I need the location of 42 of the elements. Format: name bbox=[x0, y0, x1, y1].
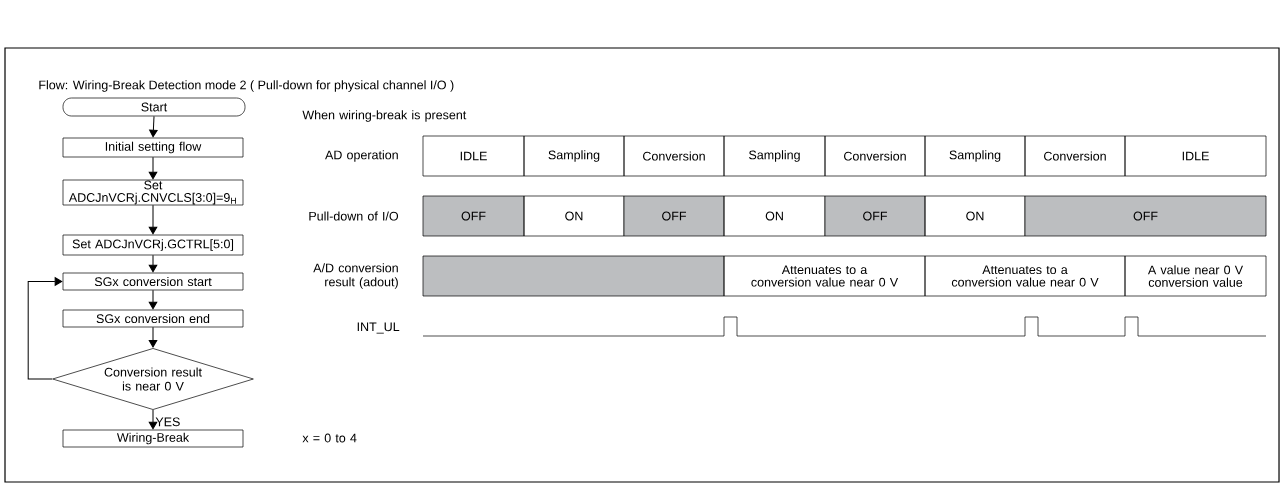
process-box: Set ADCJnVCRj.GCTRL[5:0] bbox=[62, 234, 244, 256]
start-terminal: Start bbox=[62, 97, 246, 117]
row-label: A/D conversion result (adout) bbox=[313, 263, 398, 289]
timing-cell: ON bbox=[523, 195, 625, 237]
timing-cell: Conversion bbox=[623, 135, 725, 177]
timing-cell: Sampling bbox=[924, 135, 1026, 177]
arrow bbox=[148, 409, 158, 430]
diagram-title: Flow: Wiring-Break Detection mode 2 ( Pull-down for physical channel I/O ) bbox=[39, 80, 454, 92]
timing-cell: Conversion bbox=[824, 135, 926, 177]
timing-cell: Attenuates to a conversion value near 0 V bbox=[723, 255, 926, 297]
process-box: SGx conversion end bbox=[62, 309, 244, 328]
edge-label: YES bbox=[155, 417, 180, 427]
timing-cell: OFF bbox=[422, 195, 525, 237]
timing-cell: ON bbox=[924, 195, 1026, 237]
arrow bbox=[27, 277, 63, 380]
timing-cell: A value near 0 V conversion value bbox=[1124, 255, 1267, 297]
timing-cell: OFF bbox=[623, 195, 725, 237]
timing-cell: Sampling bbox=[723, 135, 826, 177]
timing-cell: Sampling bbox=[523, 135, 625, 177]
arrow bbox=[149, 115, 158, 138]
timing-cell: IDLE bbox=[422, 135, 525, 177]
arrow bbox=[148, 204, 158, 235]
process-box: SGx conversion start bbox=[62, 272, 244, 291]
note-text: x = 0 to 4 bbox=[302, 433, 357, 443]
timing-cell bbox=[422, 255, 725, 297]
timing-cell: OFF bbox=[824, 195, 926, 237]
row-label: Pull-down of I/O bbox=[309, 211, 399, 221]
row-label: AD operation bbox=[325, 150, 398, 162]
process-box: Set ADCJnVCRj.CNVCLS[3:0]=9$_{H}$ bbox=[62, 179, 244, 206]
arrow bbox=[148, 254, 158, 273]
process-box: Wiring-Break bbox=[62, 429, 244, 448]
timing-cell: IDLE bbox=[1124, 135, 1267, 177]
timing-cell: ON bbox=[723, 195, 826, 237]
timing-cell: OFF bbox=[1024, 195, 1267, 237]
arrow bbox=[148, 156, 158, 180]
arrow bbox=[148, 289, 158, 310]
timing-cell: Conversion bbox=[1024, 135, 1126, 177]
arrow bbox=[148, 326, 158, 348]
row-label: INT_UL bbox=[357, 322, 400, 334]
chart-heading: When wiring-break is present bbox=[302, 110, 467, 122]
timing-cell: Attenuates to a conversion value near 0 V bbox=[924, 255, 1126, 297]
process-box: Initial setting flow bbox=[62, 137, 244, 158]
